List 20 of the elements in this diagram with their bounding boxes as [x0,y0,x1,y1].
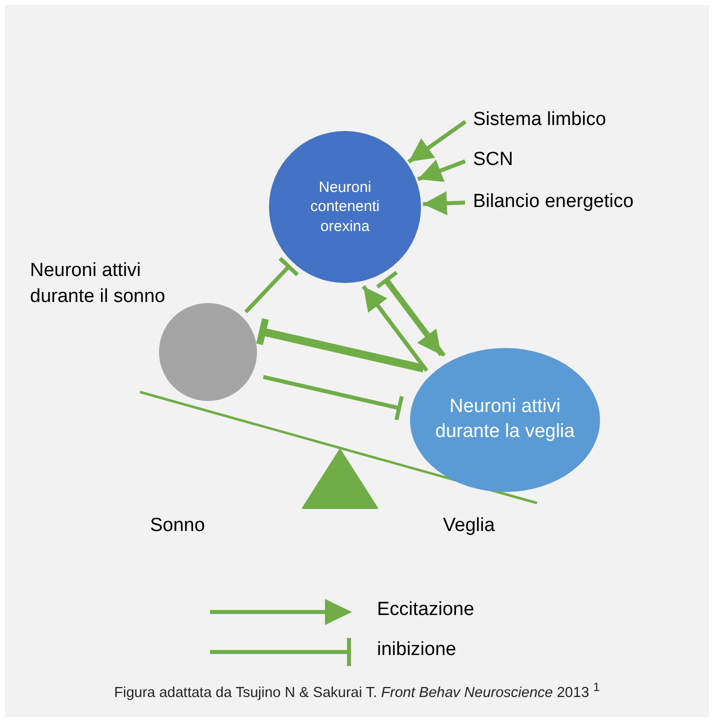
input-label: Bilancio energetico [473,190,634,215]
arrow [407,120,467,164]
node-label: Neuroni contenenti orexina [309,178,381,236]
seesaw-label: Sonno [150,515,205,537]
legend-label: inibizione [377,639,456,661]
arrow [384,281,443,356]
input-label: Sistema limbico [473,108,606,133]
seesaw-label: Veglia [443,515,495,537]
node-label: Neuroni attivi durante la veglia [434,395,576,444]
arrow [362,285,428,372]
legend-label: Eccitazione [377,599,474,621]
inhibition-line [262,375,404,420]
input-label: SCN [473,148,514,173]
node-caption: Neuroni attivi durante il sonno [30,259,166,309]
arrow [417,159,466,182]
caption: Figura adattata da Tsujino N & Sakurai T. Front Behav Neuroscience 2013 $^{1}$ [113,680,601,701]
inhibition-line [376,270,446,357]
arrow [422,191,466,216]
inhibition-line [244,256,299,314]
inhibition-line [256,318,424,372]
